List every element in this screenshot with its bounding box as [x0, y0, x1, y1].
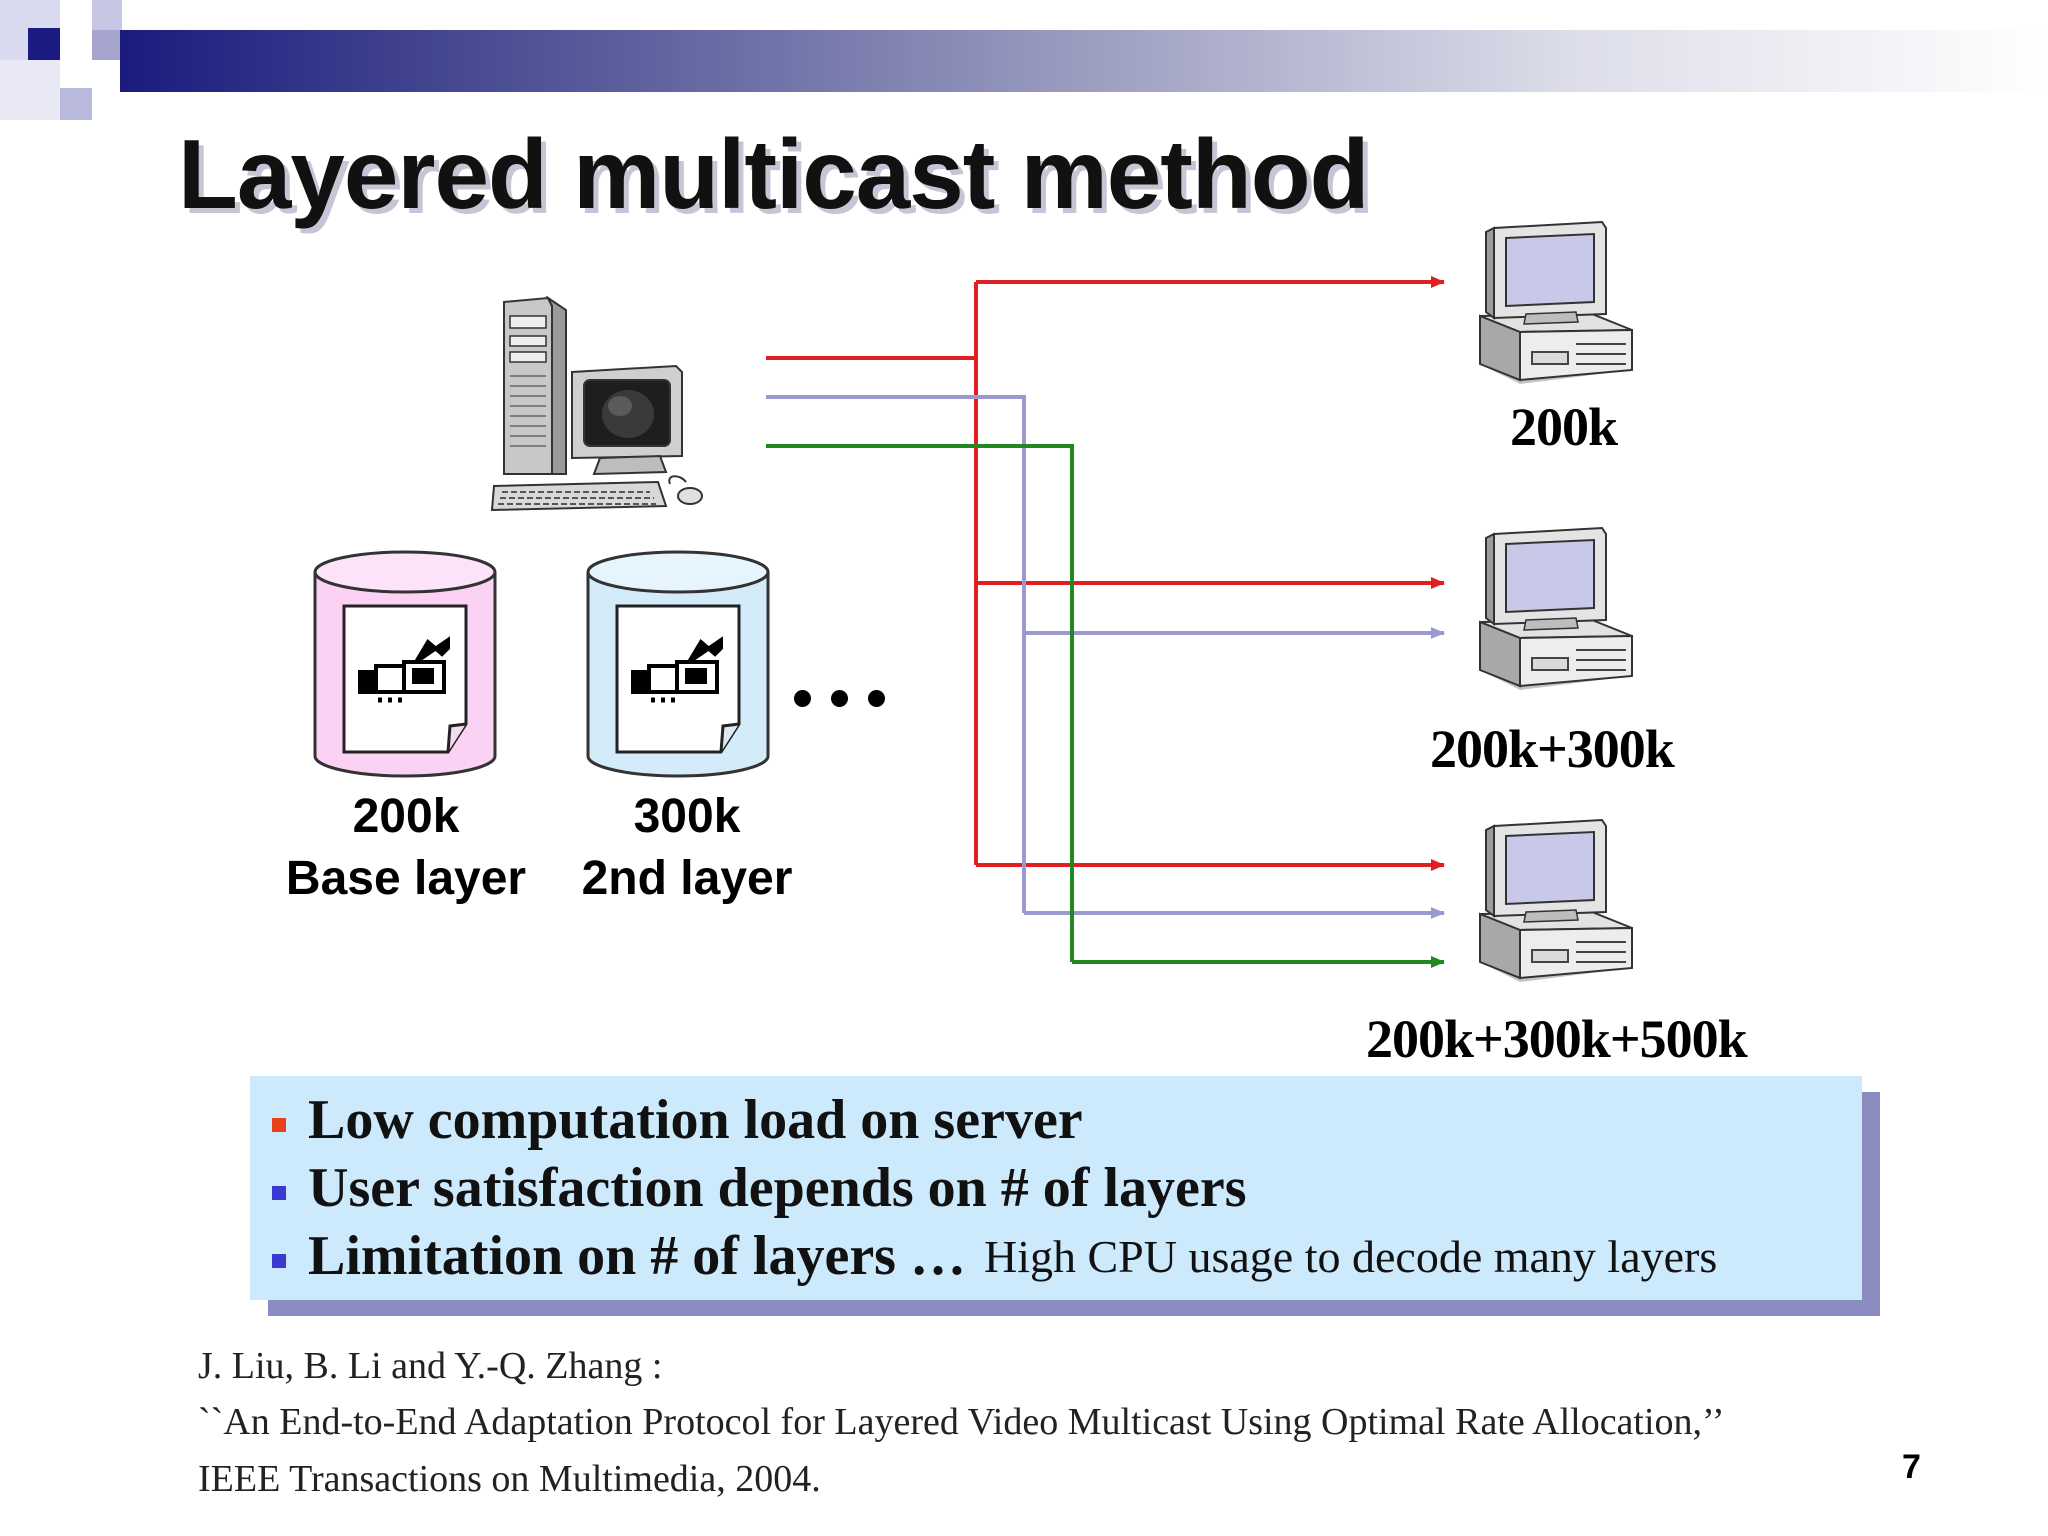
summary-box: Low computation load on server User sati… [250, 1076, 1862, 1300]
second-layer-cylinder [586, 550, 770, 778]
video-camera-icon [631, 636, 723, 703]
base-layer-cylinder [313, 550, 497, 778]
second-layer-name: 2nd layer [581, 852, 793, 905]
client-1-label: 200k [1510, 397, 1618, 457]
bullet-marker [272, 1254, 286, 1268]
bullet-text: User satisfaction depends on # of layers [308, 1157, 1247, 1219]
reference-venue: IEEE Transactions on Multimedia, 2004. [198, 1458, 821, 1500]
client-computer-icon [1479, 526, 1633, 690]
second-layer-rate: 300k [633, 790, 741, 843]
more-layers-ellipsis [794, 690, 885, 707]
base-layer-rate: 200k [352, 790, 460, 843]
reference-authors: J. Liu, B. Li and Y.-Q. Zhang : [198, 1345, 663, 1387]
bullet-item: User satisfaction depends on # of layers [250, 1154, 1862, 1222]
bullet-text: Limitation on # of layers … [308, 1225, 966, 1287]
slide-title: Layered multicast method [178, 119, 1369, 229]
reference-title: ``An End-to-End Adaptation Protocol for … [198, 1401, 1725, 1443]
server-computer-icon [490, 296, 703, 512]
bullet-marker [272, 1186, 286, 1200]
header-gradient-bar [120, 30, 2048, 92]
base-layer-name: Base layer [285, 852, 527, 905]
base-layer-label: 200k Base layer [270, 786, 542, 910]
second-layer-label: 300k 2nd layer [552, 786, 822, 910]
stream-lavender [766, 395, 1445, 919]
client-2-label: 200k+300k [1430, 719, 1675, 779]
bullet-item: Low computation load on server [250, 1086, 1862, 1154]
client-computer-icon [1479, 818, 1633, 982]
bullet-note: High CPU usage to decode many layers [983, 1230, 1718, 1282]
client-computer-icon [1479, 220, 1633, 384]
bullet-text: Low computation load on server [308, 1089, 1083, 1151]
stream-red [766, 276, 1445, 871]
bullet-item: Limitation on # of layers … High CPU usa… [250, 1222, 1862, 1290]
stream-green [766, 444, 1445, 968]
client-3-label: 200k+300k+500k [1366, 1009, 1748, 1069]
page-number: 7 [1902, 1448, 1921, 1486]
bullet-marker [272, 1118, 286, 1132]
video-camera-icon [358, 636, 450, 703]
